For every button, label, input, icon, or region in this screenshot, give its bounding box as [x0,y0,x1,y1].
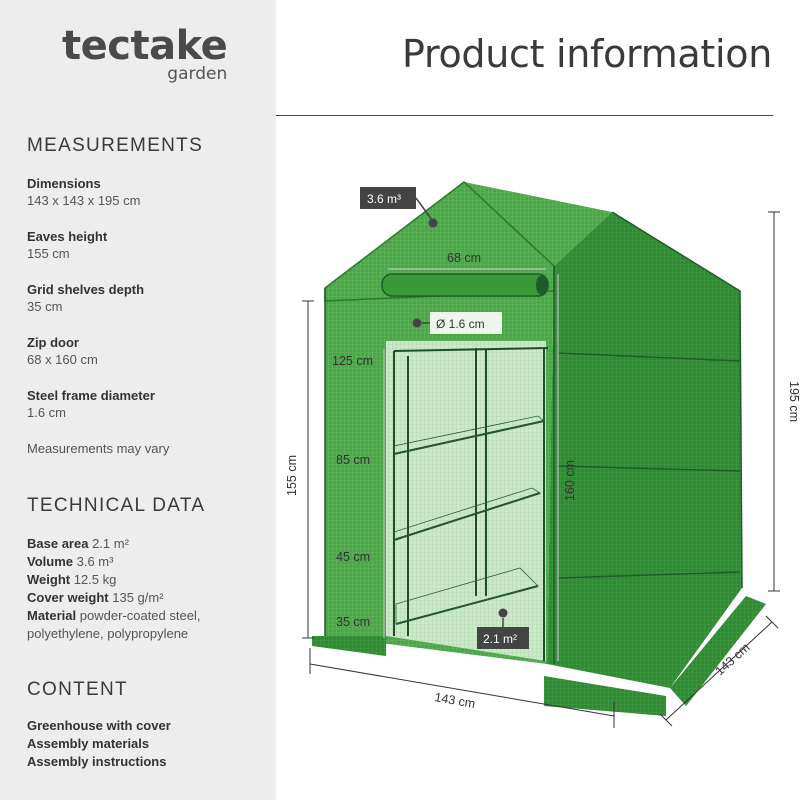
spec-label: Eaves height [27,229,108,244]
door-width-label: 68 cm [447,251,481,265]
shelf-height-label: 85 cm [336,453,370,467]
spec-label: Zip door [27,335,79,350]
list-item: Assembly materials [27,736,150,751]
rolled-door [381,273,549,297]
total-height-label: 195 cm [787,381,800,422]
list-item: Assembly instructions [27,754,167,769]
volume-pin-icon [428,218,438,228]
tech-row: Base area 2.1 m² [27,535,267,553]
tech-value: 3.6 m³ [76,554,114,569]
measurements-title: MEASUREMENTS [27,135,204,156]
spec-value: 35 cm [27,299,63,314]
door-opening [386,341,546,661]
spec-value: 68 x 160 cm [27,352,98,367]
content-list: Greenhouse with cover Assembly materials… [27,717,171,771]
spec-frame-diameter: Steel frame diameter 1.6 cm [27,387,155,421]
dimension-lines [302,211,780,728]
spec-dimensions: Dimensions 143 x 143 x 195 cm [27,175,140,209]
shelf-grids [393,415,545,625]
shelf-depth-label: 35 cm [336,615,370,629]
volume-badge-text: 3.6 m³ [367,192,401,206]
tech-value: 135 g/m² [112,590,164,605]
content-title: CONTENT [27,679,128,700]
spec-value: 143 x 143 x 195 cm [27,193,141,208]
volume-badge [360,187,416,209]
diameter-pin-icon [412,318,422,328]
technical-list: Base area 2.1 m² Volume 3.6 m³ Weight 12… [27,535,267,643]
technical-title: TECHNICAL DATA [27,495,206,516]
ground-flap-front [544,676,666,716]
tech-value: 2.1 m² [92,536,129,551]
base-area-text: 2.1 m² [483,632,517,646]
spec-label: Steel frame diameter [27,388,155,403]
frame-diameter-badge [430,312,502,334]
spec-value: 155 cm [27,246,70,261]
tech-label: Base area [27,536,89,551]
spec-label: Grid shelves depth [27,282,145,297]
shelf-height-label: 125 cm [332,354,373,368]
brand-logo: tectake garden [62,23,228,84]
spec-eaves-height: Eaves height 155 cm [27,228,107,262]
greenhouse-illustration: 68 cm 125 cm 85 cm 45 cm 35 cm 160 cm 15… [285,181,800,728]
tech-row: Volume 3.6 m³ [27,553,267,571]
tech-value: 12.5 kg [73,572,117,587]
base-area-badge [477,627,529,649]
tech-row: Weight 12.5 kg [27,571,267,589]
dimension-guides [383,268,559,661]
eaves-height-label: 155 cm [285,455,299,496]
base-pin-icon [498,608,508,618]
brand-sub: garden [167,64,228,84]
info-sidebar [0,0,276,800]
tech-row: Material powder-coated steel, polyethyle… [27,607,267,643]
spec-label: Dimensions [27,176,101,191]
page-title: Product information [402,32,772,76]
tech-value: powder-coated steel, polyethylene, polyp… [27,608,201,641]
shelf-height-label: 45 cm [336,550,370,564]
ground-flap-left [312,636,386,656]
list-item: Greenhouse with cover [27,718,171,733]
title-divider [276,115,773,116]
tech-label: Volume [27,554,73,569]
spec-shelves-depth: Grid shelves depth 35 cm [27,281,144,315]
door-height-label: 160 cm [563,460,577,501]
tech-label: Material [27,608,77,623]
width-label: 143 cm [433,690,476,711]
spec-zip-door: Zip door 68 x 160 cm [27,334,98,368]
tech-label: Weight [27,572,71,587]
frame-lines [324,211,743,664]
tech-label: Cover weight [27,590,109,605]
brand-name: tectake [62,23,228,69]
spec-value: 1.6 cm [27,405,67,420]
ground-flap-side [670,596,766,706]
frame-diameter-text: Ø 1.6 cm [436,317,485,331]
measurements-note: Measurements may vary [27,441,170,456]
tech-row: Cover weight 135 g/m² [27,589,267,607]
greenhouse-side-panel [547,212,742,688]
